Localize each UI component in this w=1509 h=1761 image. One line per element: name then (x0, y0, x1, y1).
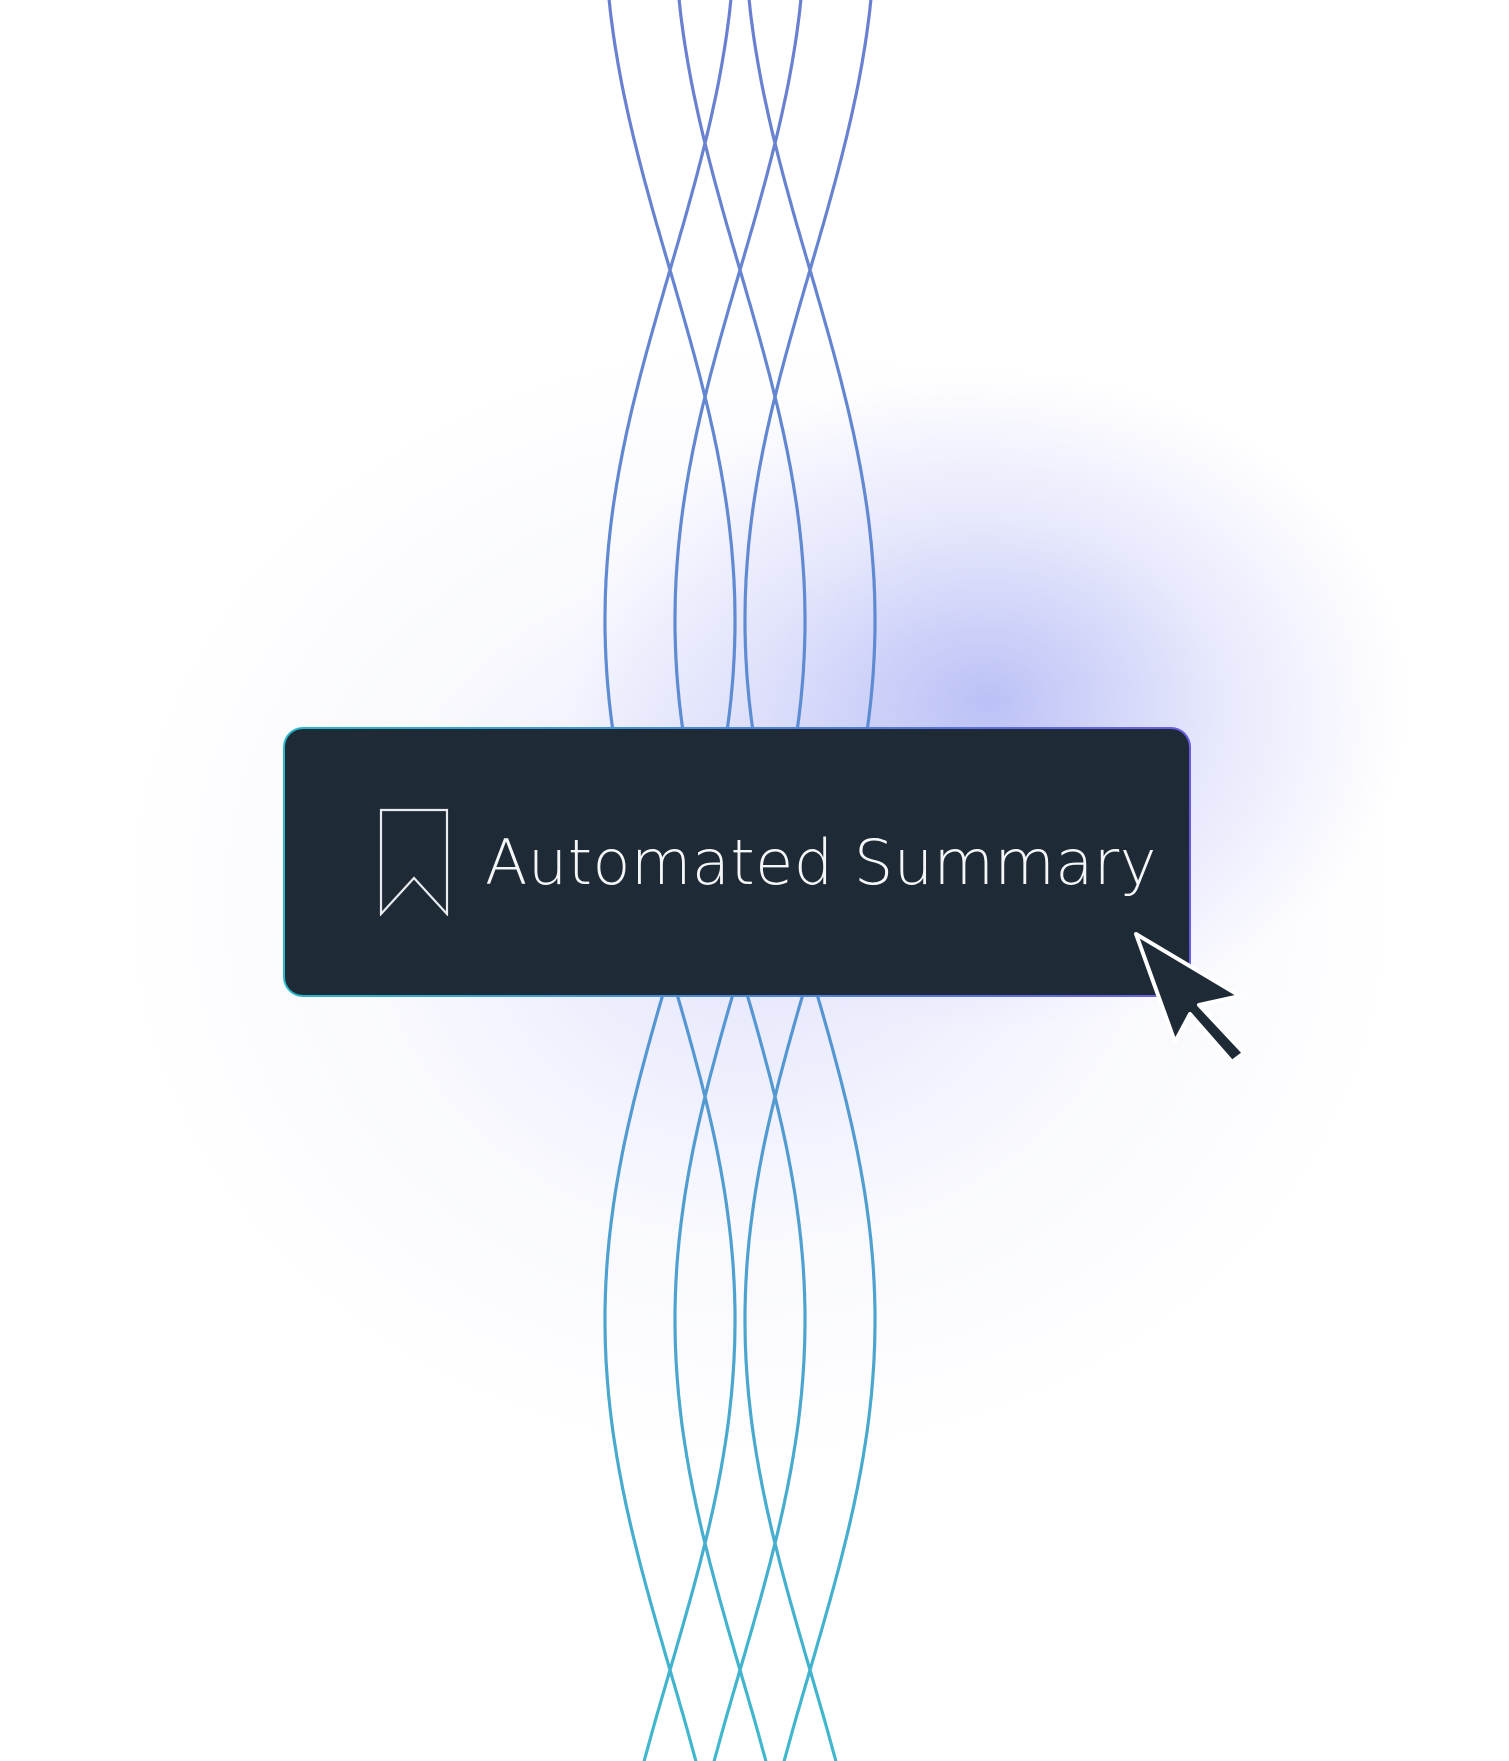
bookmark-icon (379, 808, 449, 916)
automated-summary-button[interactable]: Automated Summary (283, 727, 1191, 997)
pointer-cursor-icon (1134, 932, 1246, 1062)
button-label: Automated Summary (485, 825, 1157, 899)
automated-summary-button-body[interactable]: Automated Summary (285, 729, 1189, 995)
